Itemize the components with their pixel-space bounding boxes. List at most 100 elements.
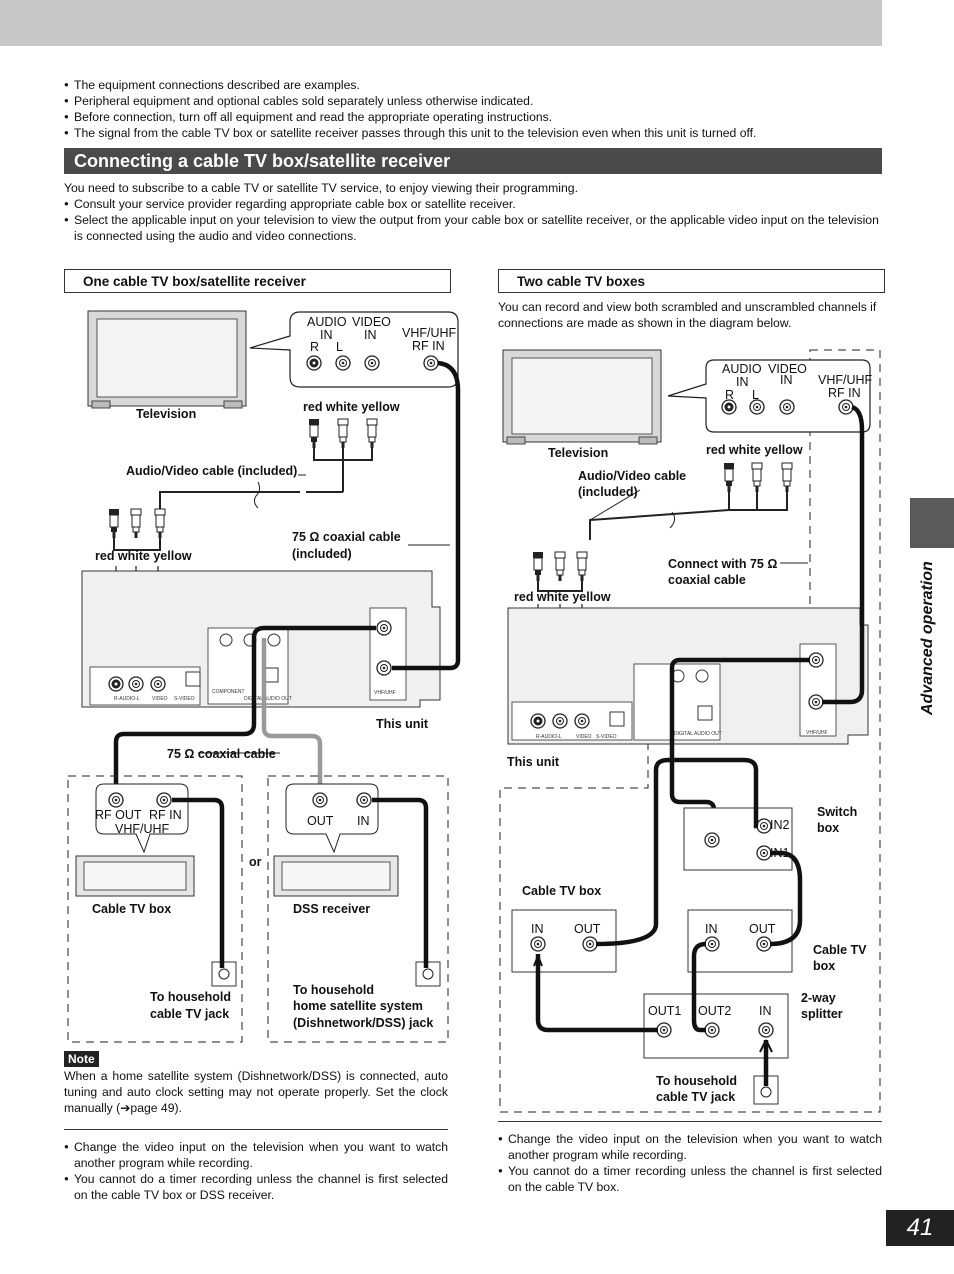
rp-this-unit: This unit bbox=[507, 755, 560, 769]
lp-vhf: VHF/UHF bbox=[402, 326, 457, 340]
rp-r: R bbox=[725, 388, 734, 402]
lp-house-cable-2: cable TV jack bbox=[150, 1007, 229, 1021]
divider bbox=[64, 1129, 448, 1130]
bottom-bullet: You cannot do a timer recording unless t… bbox=[498, 1163, 882, 1195]
divider bbox=[498, 1121, 882, 1122]
lp-rfin: RF IN bbox=[412, 339, 445, 353]
rp-rwy-bottom: red white yellow bbox=[514, 590, 611, 604]
side-tab bbox=[910, 498, 954, 548]
rp-television: Television bbox=[548, 446, 608, 460]
left-diagram: R-AUDIO-L VIDEO S-VIDEO COMPONENT DIGITA… bbox=[67, 310, 461, 1043]
intro-bullet: Peripheral equipment and optional cables… bbox=[64, 93, 884, 109]
lp-rwy-bottom: red white yellow bbox=[95, 549, 192, 563]
svg-text:S-VIDEO: S-VIDEO bbox=[174, 696, 195, 702]
svg-text:COMPONENT: COMPONENT bbox=[212, 689, 245, 695]
this-unit-illustration: R-AUDIO-L VIDEO S-VIDEO COMPONENT DIGITA… bbox=[81, 570, 441, 708]
lp-av-cable: Audio/Video cable (included) bbox=[126, 464, 297, 478]
lp-dss: DSS receiver bbox=[293, 902, 370, 916]
rp-household-2: cable TV jack bbox=[656, 1090, 735, 1104]
note-text: When a home satellite system (Dishnetwor… bbox=[64, 1069, 448, 1115]
rp-cable-tv-box: Cable TV box bbox=[522, 884, 601, 898]
rp-l: L bbox=[752, 388, 759, 402]
svg-text:DIGITAL AUDIO OUT: DIGITAL AUDIO OUT bbox=[244, 696, 292, 702]
right-panel-description: You can record and view both scrambled a… bbox=[498, 300, 877, 330]
rp-sp-in: IN bbox=[759, 1004, 772, 1018]
rp-rwy-top: red white yellow bbox=[706, 443, 803, 457]
bottom-bullet: You cannot do a timer recording unless t… bbox=[64, 1171, 448, 1203]
lp-in2: IN bbox=[364, 328, 377, 342]
lp-out: OUT bbox=[307, 814, 334, 828]
lp-l: L bbox=[336, 340, 343, 354]
svg-text:R-AUDIO-L: R-AUDIO-L bbox=[536, 734, 562, 740]
lp-coax75: 75 Ω coaxial cable bbox=[167, 747, 276, 761]
svg-text:VHF/UHF: VHF/UHF bbox=[374, 690, 396, 696]
rp-out2: OUT2 bbox=[698, 1004, 731, 1018]
rp-video: VIDEO bbox=[768, 362, 807, 376]
intro-bullet: The signal from the cable TV box or sate… bbox=[64, 125, 884, 141]
rp-cable-tv-1: Cable TV bbox=[813, 943, 867, 957]
section-lead: You need to subscribe to a cable TV or s… bbox=[64, 181, 578, 195]
intro-bullet: Before connection, turn off all equipmen… bbox=[64, 109, 884, 125]
lp-house-sat-2: home satellite system bbox=[293, 999, 423, 1013]
bottom-bullet: Change the video input on the television… bbox=[64, 1139, 448, 1171]
header-bar bbox=[0, 0, 882, 46]
lp-audio: AUDIO bbox=[307, 315, 347, 329]
svg-text:R-AUDIO-L: R-AUDIO-L bbox=[114, 696, 140, 702]
svg-text:VIDEO: VIDEO bbox=[576, 734, 592, 740]
right-bottom-bullets: Change the video input on the television… bbox=[498, 1131, 882, 1195]
lp-house-sat-1: To household bbox=[293, 983, 374, 997]
rp-out1: OUT1 bbox=[648, 1004, 681, 1018]
television-illustration bbox=[87, 310, 247, 409]
rp-box1-in: IN bbox=[531, 922, 544, 936]
lp-in1: IN bbox=[320, 328, 333, 342]
rp-sw-in1: IN1 bbox=[770, 846, 790, 860]
lp-coax75-1: 75 Ω coaxial cable bbox=[292, 530, 401, 544]
lp-rf-in2: RF IN bbox=[149, 808, 182, 822]
lp-cable-tv-box: Cable TV box bbox=[92, 902, 171, 916]
svg-text:VHF/UHF: VHF/UHF bbox=[806, 730, 828, 736]
rp-household-1: To household bbox=[656, 1074, 737, 1088]
rp-splitter-1: 2-way bbox=[801, 991, 836, 1005]
lp-r: R bbox=[310, 340, 319, 354]
lp-house-sat-3: (Dishnetwork/DSS) jack bbox=[293, 1016, 433, 1030]
rp-in2: IN bbox=[780, 373, 793, 387]
lp-vhf2: VHF/UHF bbox=[115, 822, 170, 836]
svg-text:DIGITAL AUDIO OUT: DIGITAL AUDIO OUT bbox=[674, 731, 722, 737]
lp-in3: IN bbox=[357, 814, 370, 828]
left-panel-heading: One cable TV box/satellite receiver bbox=[64, 269, 451, 293]
rp-connect75-1: Connect with 75 Ω bbox=[668, 557, 777, 571]
section-bullet: Consult your service provider regarding … bbox=[64, 196, 884, 212]
rp-switch-2: box bbox=[817, 821, 839, 835]
section-bullet: Select the applicable input on your tele… bbox=[64, 212, 884, 244]
bottom-bullet: Change the video input on the television… bbox=[498, 1131, 882, 1163]
lp-or: or bbox=[249, 855, 262, 869]
rp-av-cable-2: (included) bbox=[578, 485, 638, 499]
right-diagram: R-AUDIO-L VIDEO S-VIDEO DIGITAL AUDIO OU… bbox=[499, 349, 881, 1113]
rp-cable-tv-2: box bbox=[813, 959, 835, 973]
rp-rfin: RF IN bbox=[828, 386, 861, 400]
rp-connect75-2: coaxial cable bbox=[668, 573, 746, 587]
lp-house-cable-1: To household bbox=[150, 990, 231, 1004]
page-number: 41 bbox=[886, 1210, 954, 1246]
intro-bullets: The equipment connections described are … bbox=[64, 77, 884, 141]
rp-box2-in: IN bbox=[705, 922, 718, 936]
svg-text:VIDEO: VIDEO bbox=[152, 696, 168, 702]
lp-rwy-top: red white yellow bbox=[303, 400, 400, 414]
section-title: Connecting a cable TV box/satellite rece… bbox=[64, 148, 882, 174]
lp-television: Television bbox=[136, 407, 196, 421]
lp-coax75-2: (included) bbox=[292, 547, 352, 561]
rp-splitter-2: splitter bbox=[801, 1007, 843, 1021]
section-description: You need to subscribe to a cable TV or s… bbox=[64, 180, 884, 244]
rp-switch-1: Switch bbox=[817, 805, 857, 819]
intro-bullet: The equipment connections described are … bbox=[64, 77, 884, 93]
note-label: Note bbox=[64, 1051, 99, 1067]
lp-rf-out: RF OUT bbox=[95, 808, 142, 822]
rp-box1-out: OUT bbox=[574, 922, 601, 936]
rp-box2-out: OUT bbox=[749, 922, 776, 936]
lp-video: VIDEO bbox=[352, 315, 391, 329]
right-panel-heading: Two cable TV boxes bbox=[498, 269, 885, 293]
rp-sw-in2: IN2 bbox=[770, 818, 790, 832]
rp-audio: AUDIO bbox=[722, 362, 762, 376]
rp-in1: IN bbox=[736, 375, 749, 389]
